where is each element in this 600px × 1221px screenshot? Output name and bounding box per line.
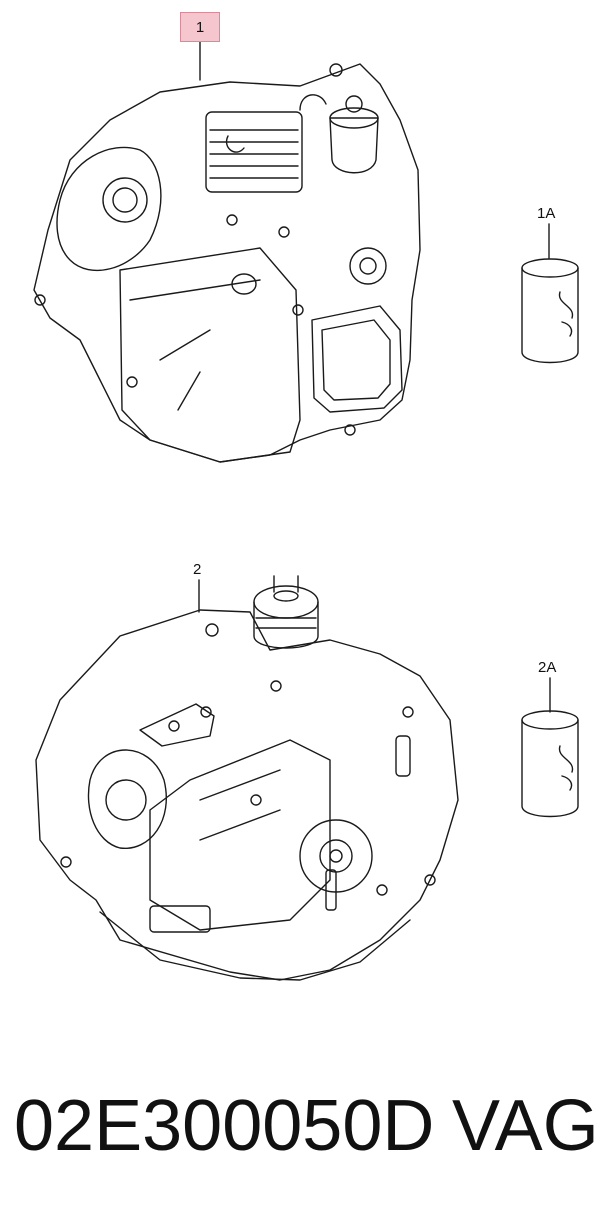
part-number: 02E300050D xyxy=(14,1086,435,1166)
callout-2a-label: 2A xyxy=(538,659,557,676)
transmission-2-illustration xyxy=(35,575,459,981)
brand-label: VAG xyxy=(452,1086,599,1166)
callout-1a-label: 1A xyxy=(537,205,556,222)
callout-1-label: 1 xyxy=(180,12,220,42)
transmission-1-illustration xyxy=(33,41,421,463)
callout-2-label: 2 xyxy=(193,561,202,578)
oil-can-1a-illustration xyxy=(521,223,579,364)
oil-can-2a-illustration xyxy=(521,677,579,818)
